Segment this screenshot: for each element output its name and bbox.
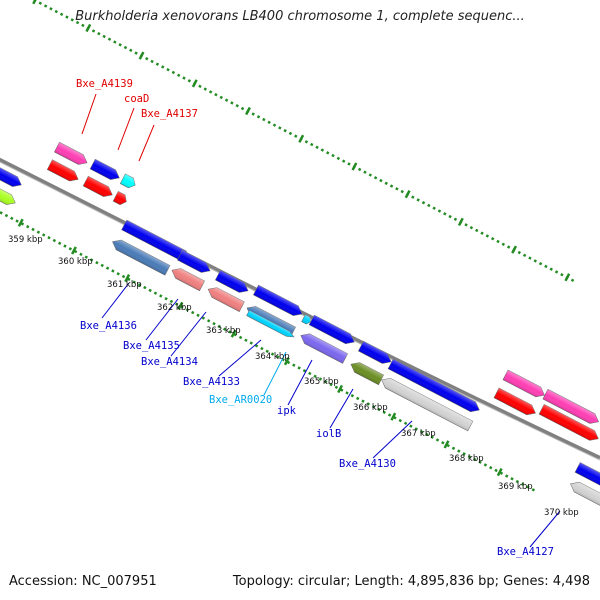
leader-line xyxy=(101,282,130,319)
gene-label-iolB[interactable]: iolB xyxy=(316,428,341,440)
tick-label: 365 kbp xyxy=(304,377,339,387)
gene-Bxe_A4137 xyxy=(119,173,136,189)
leader-line xyxy=(81,93,97,135)
leader-line xyxy=(170,311,207,357)
gene-Bxe_A4127-blue xyxy=(574,462,600,491)
gene-small-cyan xyxy=(301,314,311,325)
leader-line xyxy=(218,339,262,377)
leader-line xyxy=(372,420,413,459)
major-tick xyxy=(191,79,198,88)
gene-label-Bxe_A4135[interactable]: Bxe_A4135 xyxy=(123,340,180,352)
gene-label-Bxe_AR0020[interactable]: Bxe_AR0020 xyxy=(209,394,272,406)
tick-label: 364 kbp xyxy=(255,352,290,362)
accession-text: Accession: NC_007951 xyxy=(9,574,157,589)
major-tick xyxy=(124,274,131,283)
gene-blue-2 xyxy=(177,249,211,273)
gene-ipk xyxy=(300,333,349,364)
tick-label: 362 kbp xyxy=(157,303,192,313)
leader-line xyxy=(329,388,354,429)
major-tick xyxy=(283,357,290,366)
gene-label-Bxe_A4133[interactable]: Bxe_A4133 xyxy=(183,376,240,388)
leader-line xyxy=(287,359,313,406)
gene-Bxe_A4130 xyxy=(381,378,474,432)
major-tick xyxy=(337,384,344,394)
major-tick xyxy=(71,246,77,255)
tick-label: 360 kbp xyxy=(58,257,93,267)
gene-left-blue xyxy=(0,165,22,187)
gene-Bxe_A4134 xyxy=(207,287,245,312)
gene-Bxe_A4135 xyxy=(171,268,205,292)
gene-Bxe_A4136 xyxy=(112,239,171,276)
gene-Bxe_A4133-blue xyxy=(253,284,303,316)
major-tick xyxy=(245,106,251,116)
chromosome-backbone xyxy=(0,157,600,460)
topology-text: Topology: circular; Length: 4,895,836 bp… xyxy=(232,574,590,589)
tick-label: 361 kbp xyxy=(107,280,142,290)
gene-Bxe_AR0020 xyxy=(246,309,295,338)
gene-Bxe_A4130-blue xyxy=(387,358,480,412)
gene-coaD-blue xyxy=(89,158,120,180)
gene-blue-3 xyxy=(215,269,249,293)
map-title: Burkholderia xenovorans LB400 chromosome… xyxy=(75,9,525,24)
major-tick xyxy=(443,440,450,449)
major-tick xyxy=(230,329,237,338)
leader-line xyxy=(263,351,287,396)
major-tick xyxy=(85,23,92,33)
tick-label: 363 kbp xyxy=(206,326,241,336)
gene-red-1 xyxy=(46,159,79,182)
gene-iolB xyxy=(350,362,384,386)
major-tick xyxy=(404,190,411,199)
tick-label: 368 kbp xyxy=(449,454,484,464)
gene-Bxe_A4139 xyxy=(54,141,88,165)
gene-label-Bxe_A4134[interactable]: Bxe_A4134 xyxy=(141,356,198,368)
inner-dotted-ring xyxy=(0,211,536,492)
major-tick xyxy=(457,217,464,227)
tick-label: 366 kbp xyxy=(353,403,388,413)
major-tick xyxy=(351,162,358,171)
major-tick xyxy=(390,412,397,421)
gene-label-Bxe_A4130[interactable]: Bxe_A4130 xyxy=(339,458,396,470)
gene-red-5 xyxy=(538,404,599,441)
gene-Bxe_A4127 xyxy=(570,481,600,510)
tick-label: 367 kbp xyxy=(401,429,436,439)
major-tick xyxy=(511,245,518,254)
major-tick xyxy=(32,0,39,5)
major-tick xyxy=(298,134,305,143)
gene-ipk-blue xyxy=(308,314,355,344)
gene-left-green xyxy=(0,183,16,205)
gene-label-Bxe_A4136[interactable]: Bxe_A4136 xyxy=(80,320,137,332)
leader-line xyxy=(117,107,135,151)
gene-label-coaD[interactable]: coaD xyxy=(124,93,149,105)
major-tick xyxy=(17,218,24,227)
tick-label: 369 kbp xyxy=(498,482,533,492)
gene-pink-1 xyxy=(502,369,545,398)
gene-label-Bxe_A4137[interactable]: Bxe_A4137 xyxy=(141,108,198,120)
major-tick xyxy=(496,467,503,477)
gene-red-2 xyxy=(82,175,113,197)
gene-label-Bxe_A4127[interactable]: Bxe_A4127 xyxy=(497,546,554,558)
tick-label: 359 kbp xyxy=(8,235,43,245)
gene-blue-5 xyxy=(358,340,392,364)
leader-line xyxy=(145,298,179,341)
tick-label: 370 kbp xyxy=(544,508,579,518)
gene-red-4 xyxy=(493,387,536,416)
major-tick xyxy=(177,301,184,310)
gene-red-3 xyxy=(112,191,127,205)
major-tick xyxy=(564,273,571,282)
leader-line xyxy=(529,510,561,548)
outer-dotted-ring xyxy=(33,0,575,282)
gene-pink-2 xyxy=(542,388,599,424)
leader-line xyxy=(138,124,155,162)
gene-label-Bxe_A4139[interactable]: Bxe_A4139 xyxy=(76,78,133,90)
gene-label-ipk[interactable]: ipk xyxy=(277,405,297,417)
major-tick xyxy=(138,51,145,60)
